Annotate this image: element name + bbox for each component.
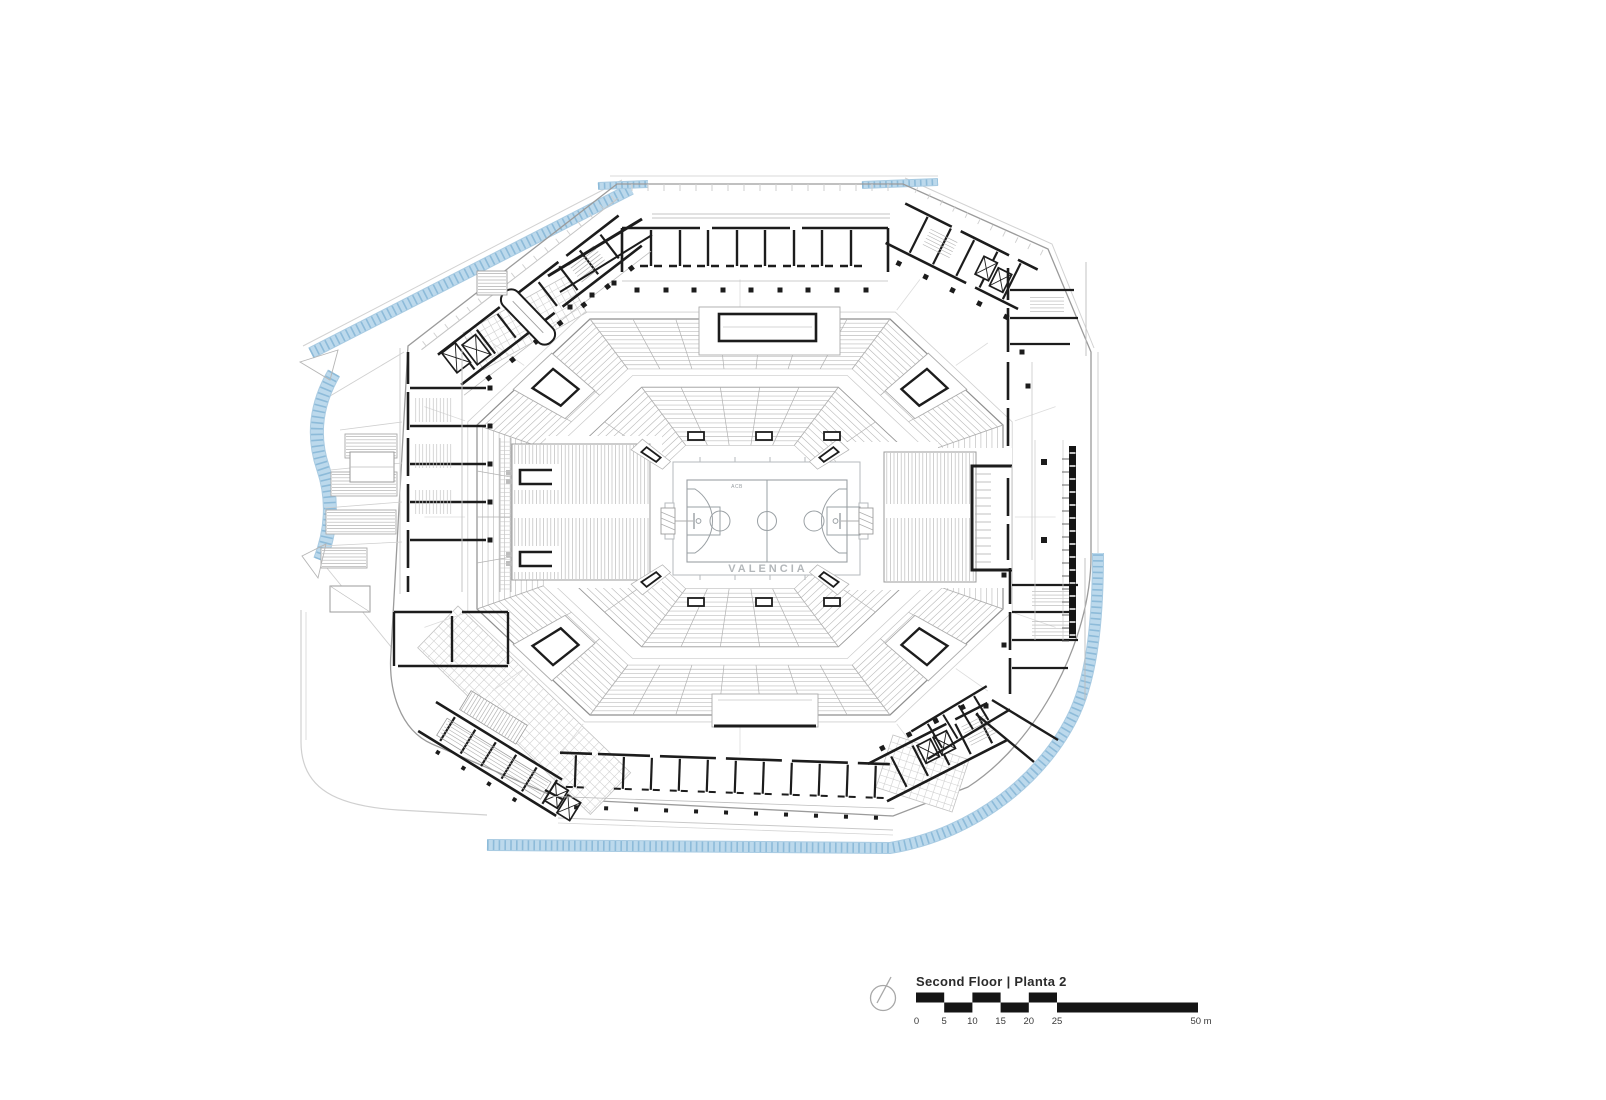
scale-bar: 0 5 10 15 20 25 50 m <box>914 992 1212 1027</box>
north-arrow-icon <box>869 976 897 1012</box>
scale-tick-5: 5 <box>942 1016 947 1027</box>
scale-tick-20: 20 <box>1024 1016 1035 1027</box>
scale-tick-50m: 50 m <box>1190 1016 1211 1027</box>
sheet-title: Second Floor | Planta 2 <box>916 974 1067 989</box>
court-name-label: VALENCIA <box>728 563 807 575</box>
scale-tick-15: 15 <box>995 1016 1006 1027</box>
title-block: Second Floor | Planta 2 0 5 10 15 20 25 … <box>869 974 1212 1027</box>
scale-tick-0: 0 <box>914 1016 919 1027</box>
plan-drawing <box>298 175 1104 855</box>
court-labels: VALENCIA ACB <box>728 484 807 575</box>
scale-tick-10: 10 <box>967 1016 978 1027</box>
scale-tick-25: 25 <box>1052 1016 1063 1027</box>
court-league-label: ACB <box>731 484 743 490</box>
